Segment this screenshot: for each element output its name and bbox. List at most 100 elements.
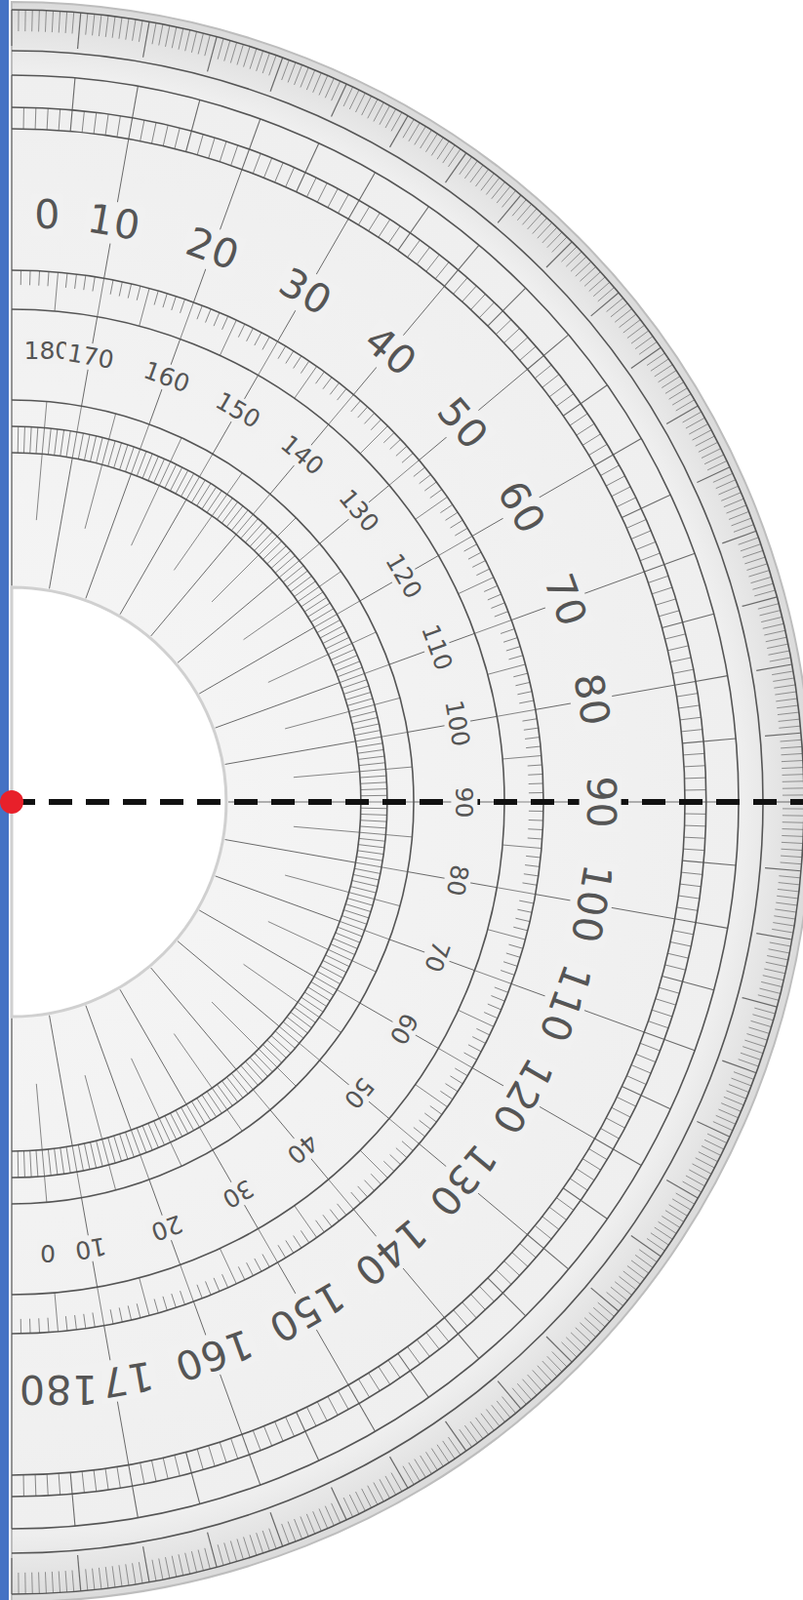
tick xyxy=(125,18,129,41)
tick xyxy=(750,576,771,583)
tick xyxy=(589,277,605,292)
tick xyxy=(90,1142,97,1168)
tick xyxy=(655,599,677,605)
tick xyxy=(373,1483,384,1502)
tick xyxy=(201,486,217,510)
tick xyxy=(162,1296,167,1311)
tick xyxy=(230,1540,237,1562)
tick xyxy=(698,1152,719,1163)
tick xyxy=(643,553,695,572)
tick xyxy=(458,1009,494,1027)
tick xyxy=(640,1043,661,1051)
tick xyxy=(207,1532,218,1568)
tick xyxy=(206,1091,222,1114)
tick xyxy=(243,602,299,641)
tick xyxy=(512,1252,528,1268)
tick xyxy=(521,883,537,885)
tick xyxy=(781,848,803,850)
tick xyxy=(500,629,515,635)
tick xyxy=(440,1090,452,1099)
tick xyxy=(29,1319,32,1334)
tick xyxy=(512,200,526,217)
tick xyxy=(304,992,327,1007)
tick xyxy=(740,1052,762,1060)
tick xyxy=(379,1479,390,1498)
tick xyxy=(744,1040,765,1047)
tick xyxy=(120,989,187,1105)
tick xyxy=(746,563,767,571)
tick xyxy=(275,555,295,573)
tick xyxy=(415,1084,448,1108)
tick xyxy=(762,975,784,981)
tick xyxy=(520,1244,537,1258)
tick xyxy=(36,453,42,521)
tick xyxy=(304,597,327,612)
tick xyxy=(506,646,521,651)
tick xyxy=(65,273,68,288)
tick xyxy=(17,9,19,32)
tick xyxy=(139,288,150,327)
tick xyxy=(595,439,643,467)
tick xyxy=(678,895,700,899)
tick xyxy=(407,240,421,258)
tick xyxy=(143,21,150,57)
tick xyxy=(320,1060,390,1120)
tick xyxy=(361,813,388,816)
tick xyxy=(148,456,160,482)
tick xyxy=(140,1462,145,1485)
tick xyxy=(317,183,327,203)
tick xyxy=(390,1456,409,1488)
tick xyxy=(171,27,177,49)
tick xyxy=(701,448,722,459)
tick xyxy=(358,844,385,848)
tick xyxy=(300,1516,309,1536)
tick xyxy=(256,50,264,72)
tick xyxy=(306,1514,315,1534)
tick xyxy=(515,918,530,922)
tick xyxy=(78,433,83,460)
tick xyxy=(527,1374,543,1391)
tick xyxy=(199,910,315,977)
tick xyxy=(698,441,719,452)
tick xyxy=(81,111,84,133)
tick xyxy=(361,807,388,809)
tick xyxy=(58,11,60,34)
tick xyxy=(733,1072,755,1081)
tick xyxy=(216,498,233,521)
tick xyxy=(685,1175,705,1187)
tick xyxy=(246,1262,254,1276)
tick xyxy=(96,437,104,463)
tick xyxy=(483,585,498,592)
tick xyxy=(713,1122,733,1131)
tick xyxy=(215,876,341,923)
tick xyxy=(83,434,90,460)
tick xyxy=(270,1110,329,1180)
tick xyxy=(740,544,762,552)
tick xyxy=(528,819,544,822)
tick xyxy=(370,419,381,431)
tick xyxy=(598,287,615,302)
tick xyxy=(776,705,799,709)
tick xyxy=(517,909,532,913)
tick xyxy=(112,16,116,39)
tick xyxy=(778,883,801,885)
tick xyxy=(217,39,224,60)
tick xyxy=(136,1303,141,1319)
tick xyxy=(631,347,661,368)
tick xyxy=(198,33,203,54)
tick xyxy=(44,10,47,33)
tick xyxy=(504,1261,521,1277)
tick xyxy=(496,709,535,717)
tick xyxy=(343,1497,353,1518)
tick xyxy=(85,1568,88,1591)
tick xyxy=(197,1098,211,1122)
tick xyxy=(316,1220,325,1233)
tick xyxy=(92,1568,95,1591)
tick xyxy=(775,902,798,906)
tick xyxy=(358,1378,369,1398)
ring xyxy=(11,9,803,1595)
tick xyxy=(591,1287,619,1312)
tick xyxy=(38,1572,41,1595)
tick xyxy=(738,537,760,545)
tick xyxy=(707,1133,727,1143)
